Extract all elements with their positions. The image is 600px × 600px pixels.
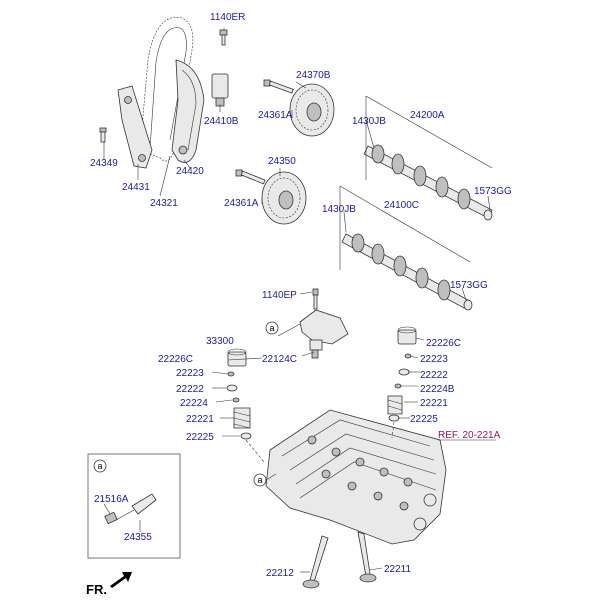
label-ref: REF. 20-221A (438, 430, 501, 441)
cvvt-sprocket-24350 (261, 171, 307, 225)
bolt-1140ER (219, 29, 228, 46)
label-22124C: 22124C (262, 354, 297, 365)
label-1430JB-mid: 1430JB (322, 204, 356, 215)
label-22222-right: 22222 (420, 370, 448, 381)
front-indicator-label: FR. (86, 582, 107, 597)
bolt-24361A-mid (235, 169, 266, 185)
label-24355: 24355 (124, 532, 152, 543)
label-22226C-left: 22226C (158, 354, 193, 365)
valve-22211 (357, 531, 377, 583)
label-24370B: 24370B (296, 70, 331, 81)
label-22225-right: 22225 (410, 414, 438, 425)
label-24100C: 24100C (384, 200, 419, 211)
chain-guide-24420 (171, 59, 205, 163)
label-1430JB-top: 1430JB (352, 116, 386, 127)
tensioner-24410B (211, 73, 229, 107)
label-1573GG-top: 1573GG (474, 186, 512, 197)
label-22211: 22211 (384, 564, 412, 575)
label-24361A-top: 24361A (258, 110, 293, 121)
front-arrow-icon (110, 572, 132, 588)
label-24350: 24350 (268, 156, 296, 167)
callout-circle-inset (93, 459, 107, 473)
leader-lines (103, 28, 496, 573)
right-valve-stack (387, 326, 417, 422)
label-22224: 22224 (180, 398, 208, 409)
label-22221-left: 22221 (186, 414, 214, 425)
label-1140EP: 1140EP (262, 290, 297, 301)
label-22223-right: 22223 (420, 354, 448, 365)
label-22222-left: 22222 (176, 384, 204, 395)
label-22212: 22212 (266, 568, 294, 579)
timing-chain (139, 17, 194, 162)
bolt-24361A-top (263, 79, 294, 94)
label-24361A-mid: 24361A (224, 198, 259, 209)
label-33300: 33300 (206, 336, 234, 347)
label-24410B: 24410B (204, 116, 239, 127)
callout-a-bracket: a (269, 323, 274, 333)
oil-control-valve-33300 (299, 288, 349, 359)
label-22221-right: 22221 (420, 398, 448, 409)
camshaft-24200A (363, 144, 493, 221)
label-24431: 24431 (122, 182, 150, 193)
label-22226C-right: 22226C (426, 338, 461, 349)
callout-a-inset: a (97, 461, 102, 471)
label-24349: 24349 (90, 158, 118, 169)
inset-box (87, 453, 181, 559)
label-21516A: 21516A (94, 494, 129, 505)
cylinder-head (265, 409, 447, 545)
inset-parts (104, 493, 157, 525)
label-1573GG-mid: 1573GG (450, 280, 488, 291)
valve-22212 (302, 535, 329, 589)
callout-circle-bracket (265, 321, 279, 335)
label-22223-left: 22223 (176, 368, 204, 379)
label-24420: 24420 (176, 166, 204, 177)
chain-tensioner-arm-24431 (117, 85, 153, 169)
label-1140ER: 1140ER (210, 12, 245, 23)
camshaft-24100C (341, 233, 473, 311)
label-22224B: 22224B (420, 384, 455, 395)
cvvt-sprocket-24370B (289, 83, 335, 137)
label-22225-left: 22225 (186, 432, 214, 443)
bolt-24349 (99, 127, 107, 143)
callout-a-head: a (257, 475, 262, 485)
left-valve-stack (226, 348, 252, 440)
label-24321: 24321 (150, 198, 178, 209)
label-24200A: 24200A (410, 110, 445, 121)
camshaft-brackets (339, 95, 493, 270)
